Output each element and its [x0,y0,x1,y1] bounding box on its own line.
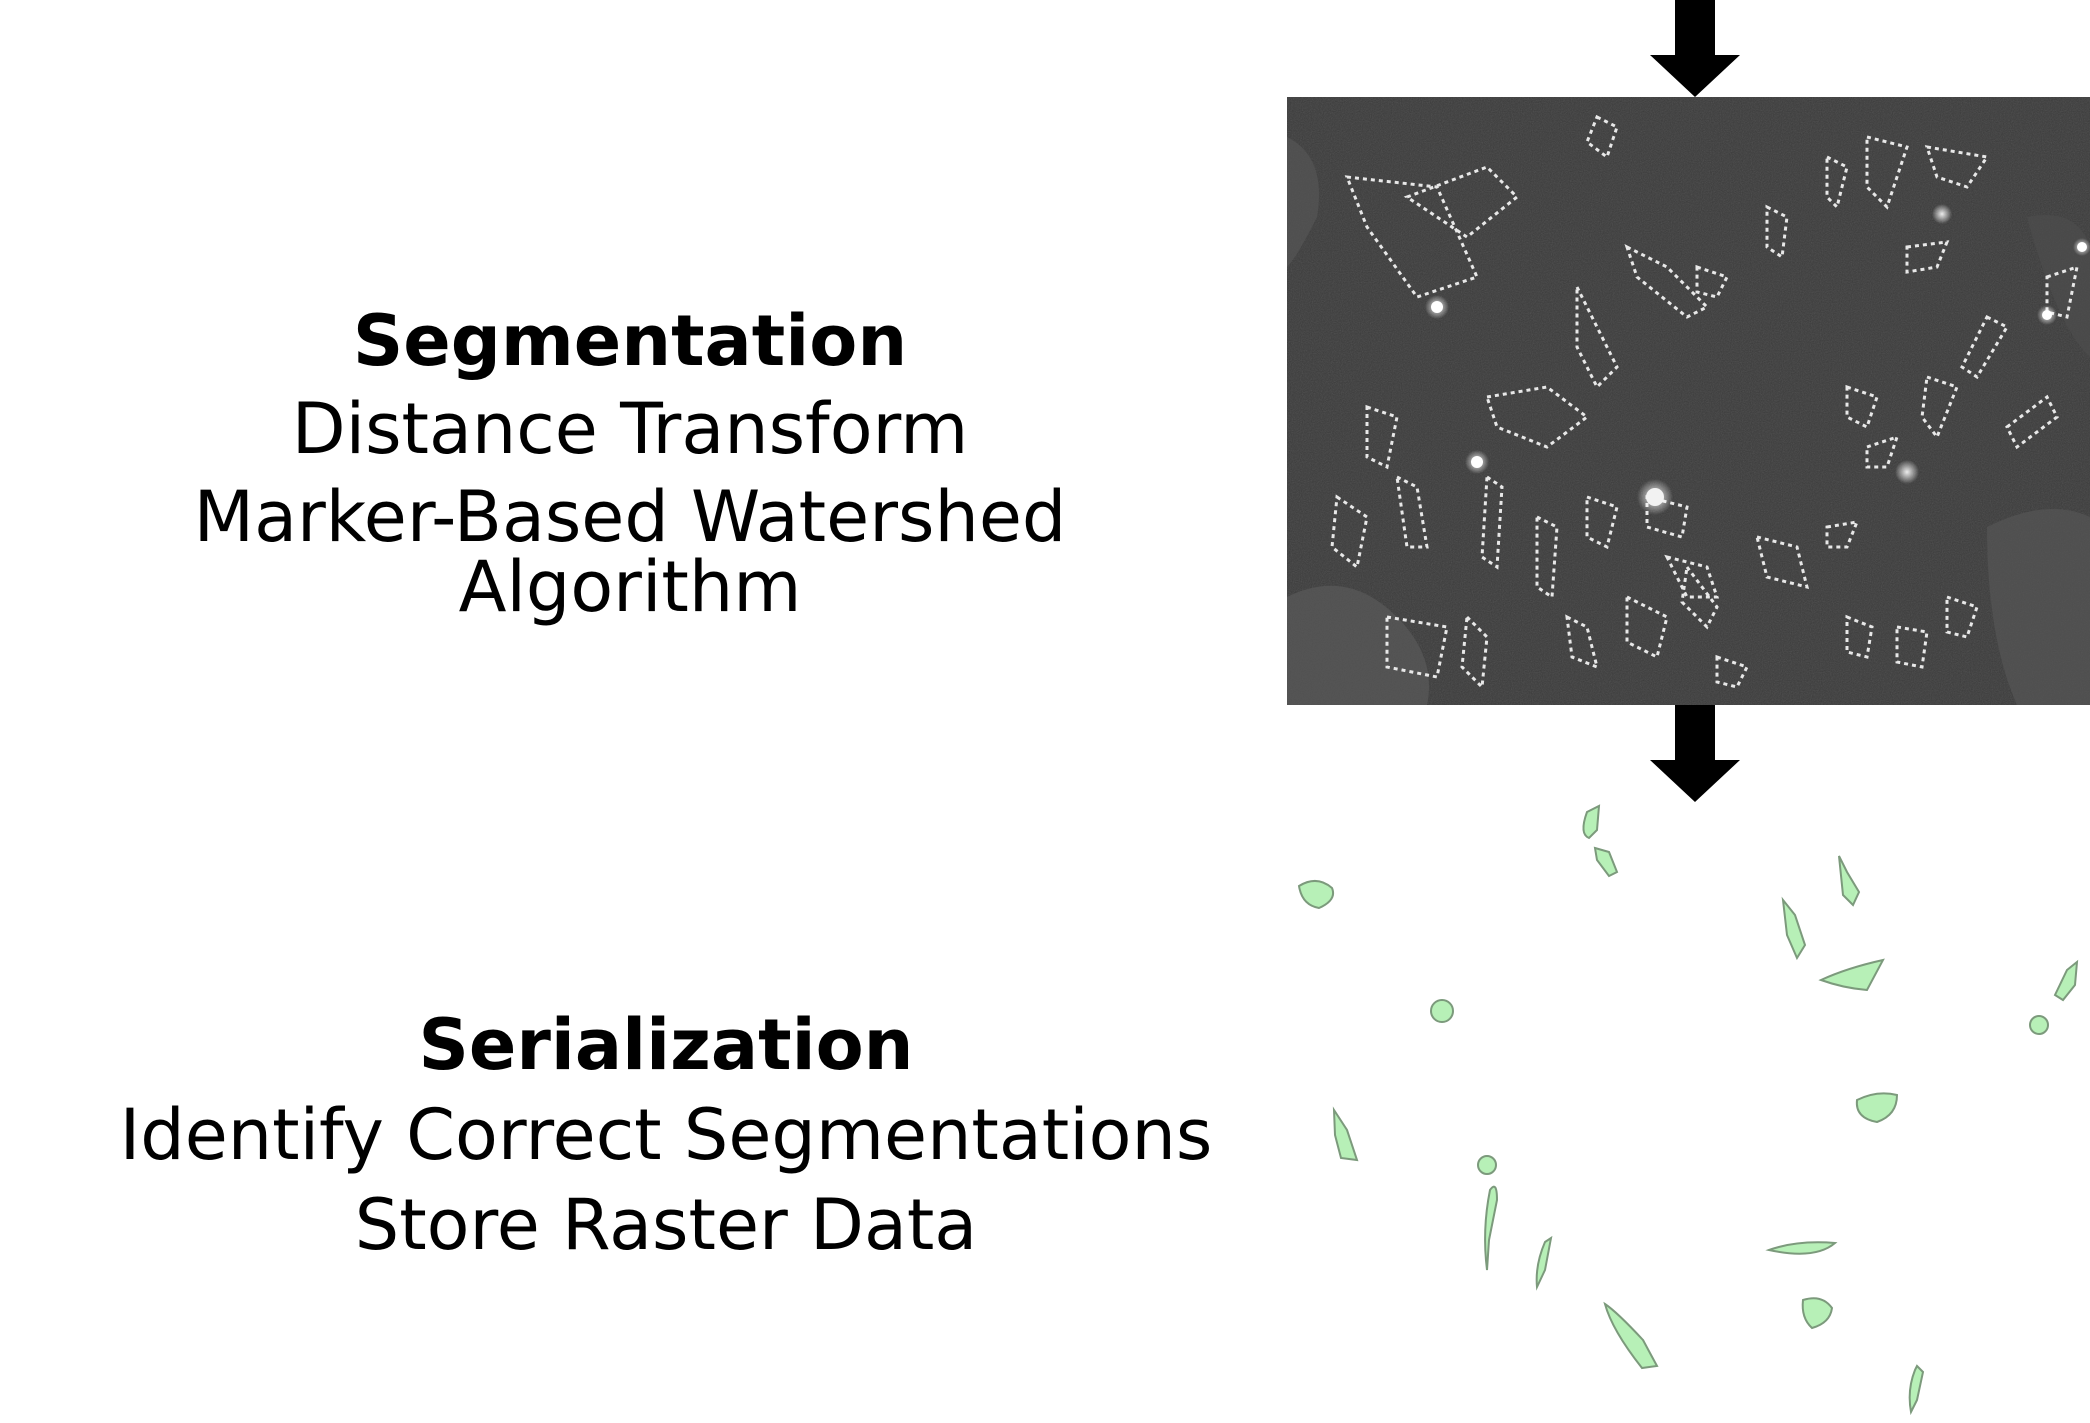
down-arrow-icon [1650,705,1740,802]
cell-micrograph-image [1287,97,2090,705]
segmentation-mask-output [1287,800,2087,1419]
segmentation-title: Segmentation [352,300,908,382]
serialization-step-2: Store Raster Data [354,1184,978,1266]
serialization-step-1: Identify Correct Segmentations [119,1094,1213,1176]
down-arrow-icon [1650,0,1740,97]
serialization-label-block: Serialization Identify Correct Segmentat… [66,1010,1266,1280]
segmentation-label-block: Segmentation Distance Transform Marker-B… [30,306,1230,640]
segmentation-step-1: Distance Transform [291,388,969,470]
segmentation-step-2: Marker-Based Watershed Algorithm [193,476,1067,628]
serialization-title: Serialization [418,1004,914,1086]
